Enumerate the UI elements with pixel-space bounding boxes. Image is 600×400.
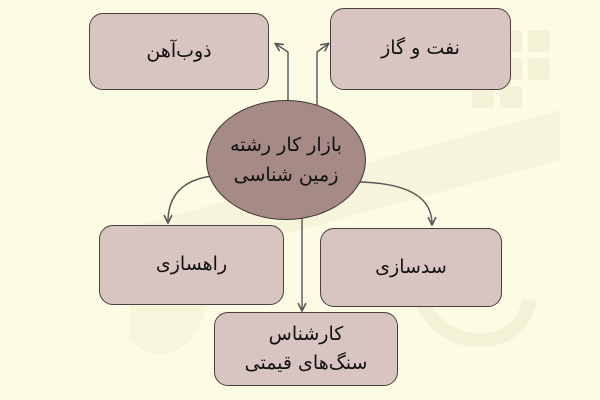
connector-to-metallurgy [276, 44, 289, 118]
center-title-line1: بازار کار رشته [230, 133, 342, 156]
connector-to-oil-gas [316, 44, 328, 112]
center-title-line2: زمین شناسی [233, 164, 339, 186]
node-oil-gas: نفت و گاز [330, 8, 511, 90]
node-gem-expert-line2: سنگ‌های قیمتی [244, 352, 368, 374]
node-metallurgy: ذوب‌آهن [89, 13, 269, 90]
node-gem-expert-line1: کارشناس [268, 322, 344, 345]
connector-to-road [168, 175, 213, 222]
node-dam-label: سدسازی [375, 255, 447, 278]
node-road-construction: راهسازی [99, 225, 284, 305]
node-gem-expert: کارشناس سنگ‌های قیمتی [214, 312, 398, 386]
connector-to-dam [359, 181, 432, 224]
node-oil-gas-label: نفت و گاز [381, 37, 460, 60]
node-metallurgy-label: ذوب‌آهن [146, 39, 212, 62]
node-road-label: راهسازی [155, 253, 228, 276]
center-node: بازار کار رشته زمین شناسی [206, 100, 366, 220]
node-dam-construction: سدسازی [320, 228, 502, 307]
